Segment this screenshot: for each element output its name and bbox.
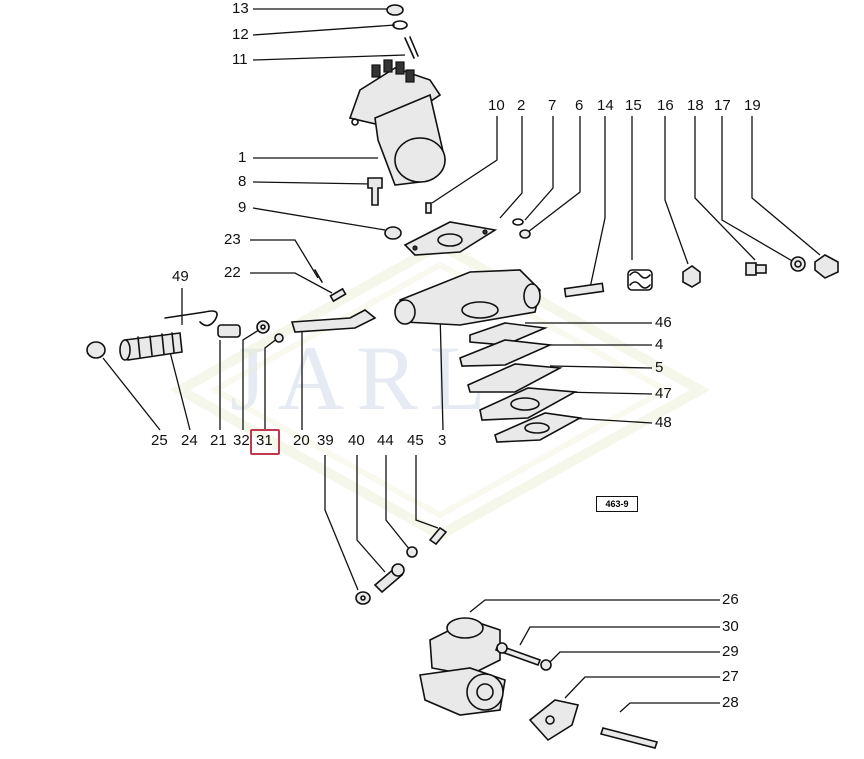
part-fuel-lift-pump-26 bbox=[419, 617, 506, 716]
part-screw-45 bbox=[428, 526, 448, 546]
part-nut-19 bbox=[814, 254, 839, 279]
part-pin-14 bbox=[563, 282, 605, 298]
part-bolt-8 bbox=[367, 177, 383, 206]
callout-46: 46 bbox=[655, 314, 672, 331]
callout-16: 16 bbox=[657, 97, 674, 114]
part-nut-9 bbox=[384, 226, 402, 240]
part-washer-17 bbox=[790, 256, 806, 272]
part-gasket-5 bbox=[467, 363, 563, 393]
part-washer-7 bbox=[512, 218, 524, 226]
callout-27: 27 bbox=[722, 668, 739, 685]
part-sleeve-21 bbox=[217, 324, 241, 338]
callout-3: 3 bbox=[438, 432, 447, 449]
reference-code-box: 463-9 bbox=[596, 496, 638, 512]
part-housing-3 bbox=[394, 269, 541, 326]
callout-22: 22 bbox=[224, 264, 241, 281]
part-gasket-47 bbox=[479, 387, 578, 421]
callout-32: 32 bbox=[233, 432, 250, 449]
leader-lines bbox=[102, 8, 821, 713]
callout-8: 8 bbox=[238, 173, 247, 190]
part-injection-pump-1 bbox=[348, 59, 446, 186]
part-washer-44 bbox=[406, 546, 418, 558]
callout-25: 25 bbox=[151, 432, 168, 449]
callout-23: 23 bbox=[224, 231, 241, 248]
callout-10: 10 bbox=[488, 97, 505, 114]
callout-44: 44 bbox=[377, 432, 394, 449]
callout-12: 12 bbox=[232, 26, 249, 43]
callout-13: 13 bbox=[232, 0, 249, 17]
part-screw-23 bbox=[314, 269, 323, 283]
callout-17: 17 bbox=[714, 97, 731, 114]
callout-49: 49 bbox=[172, 268, 189, 285]
part-washer-12 bbox=[392, 20, 408, 30]
callout-29: 29 bbox=[722, 643, 739, 660]
callout-15: 15 bbox=[625, 97, 642, 114]
part-bolt-30 bbox=[494, 642, 542, 667]
callout-9: 9 bbox=[238, 199, 247, 216]
callout-47: 47 bbox=[655, 385, 672, 402]
callout-45: 45 bbox=[407, 432, 424, 449]
part-ring-31 bbox=[274, 333, 284, 343]
part-spring-15 bbox=[627, 269, 653, 291]
part-plug-18 bbox=[745, 262, 767, 276]
part-gasket-48 bbox=[494, 412, 583, 443]
callout-48: 48 bbox=[655, 414, 672, 431]
callout-14: 14 bbox=[597, 97, 614, 114]
part-gasket-4 bbox=[459, 339, 554, 367]
callout-1: 1 bbox=[238, 149, 247, 166]
part-gasket-46 bbox=[469, 322, 549, 346]
part-washer-39 bbox=[355, 591, 371, 605]
part-nut-13 bbox=[386, 4, 404, 16]
callout-18: 18 bbox=[687, 97, 704, 114]
part-rod-28 bbox=[599, 727, 659, 749]
part-stud-11 bbox=[404, 36, 419, 59]
part-clip-49 bbox=[164, 310, 218, 327]
callout-2: 2 bbox=[517, 97, 526, 114]
part-cap-25 bbox=[86, 341, 106, 359]
callout-20: 20 bbox=[293, 432, 310, 449]
callout-6: 6 bbox=[575, 97, 584, 114]
part-nut-16 bbox=[682, 265, 701, 288]
callout-4: 4 bbox=[655, 336, 664, 353]
part-pin-10 bbox=[425, 202, 432, 214]
part-gasket-2 bbox=[403, 221, 498, 256]
callout-24: 24 bbox=[181, 432, 198, 449]
part-banjo-bolt-40 bbox=[373, 563, 405, 594]
callout-30: 30 bbox=[722, 618, 739, 635]
callout-40: 40 bbox=[348, 432, 365, 449]
callout-5: 5 bbox=[655, 359, 664, 376]
callout-26: 26 bbox=[722, 591, 739, 608]
callout-31-highlight bbox=[250, 429, 280, 455]
callout-21: 21 bbox=[210, 432, 227, 449]
part-bolt-22 bbox=[329, 287, 347, 303]
callout-11: 11 bbox=[232, 51, 248, 68]
part-shaft-20 bbox=[290, 309, 377, 333]
callout-19: 19 bbox=[744, 97, 761, 114]
callout-28: 28 bbox=[722, 694, 739, 711]
part-washer-32 bbox=[256, 320, 270, 334]
part-boot-24 bbox=[119, 332, 183, 361]
callout-39: 39 bbox=[317, 432, 334, 449]
part-gasket-27 bbox=[528, 699, 580, 742]
callout-7: 7 bbox=[548, 97, 557, 114]
part-nut-6 bbox=[519, 229, 531, 239]
callout-31: 31 bbox=[256, 432, 273, 449]
part-washer-29 bbox=[540, 659, 552, 671]
